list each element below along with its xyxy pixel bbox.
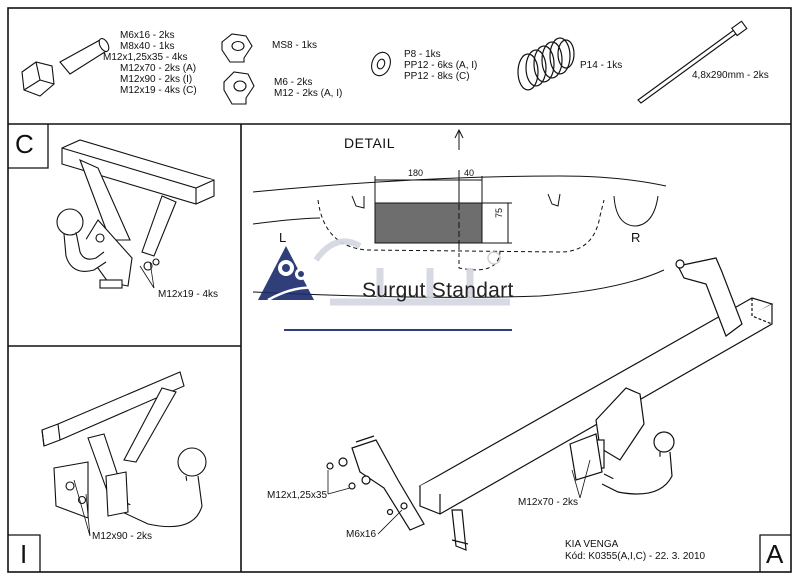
dim-width: 180 (408, 168, 424, 178)
panel-i-letter: I (20, 539, 28, 569)
nut-icon-top (221, 33, 253, 63)
main-towbar-drawing (326, 257, 774, 551)
nut-label-line: M6 - 2ks (274, 77, 313, 88)
panel-c-towbar-drawing (56, 139, 215, 289)
cutout-area (374, 202, 483, 244)
bolt-list-line: M8x40 - 1ks (120, 41, 175, 52)
bolt-list-line: M12x90 - 2ks (I) (120, 74, 193, 85)
left-side-marker: L (279, 230, 287, 245)
washer-label-line: P8 - 1ks (404, 49, 441, 60)
bolt-short-label: M12x1,25x35 (267, 490, 328, 501)
panel-i-towbar-drawing (41, 371, 207, 528)
right-side-marker: R (631, 230, 641, 245)
detail-title: DETAIL (344, 135, 395, 151)
bolt-small-label: M6x16 (346, 529, 377, 540)
spring-label: P14 - 1ks (580, 60, 623, 71)
panel-c-bolt-label: M12x19 - 4ks (158, 289, 219, 300)
model-code: Kód: K0355(A,I,C) - 22. 3. 2010 (565, 551, 706, 562)
nut-label-line: M12 - 2ks (A, I) (274, 88, 343, 99)
dim-offset: 40 (464, 168, 475, 178)
washer-label-line: PP12 - 8ks (C) (404, 71, 470, 82)
spring-washer-icon (517, 37, 575, 91)
cable-tie-label: 4,8x290mm - 2ks (692, 70, 769, 81)
bolt-long-label: M12x70 - 2ks (518, 497, 579, 508)
bolt-icon (21, 37, 110, 97)
nut-label-top: MS8 - 1ks (272, 40, 318, 51)
nut-icon-bottom (223, 71, 255, 105)
washer-label-line: PP12 - 6ks (A, I) (404, 60, 478, 71)
cable-tie-icon (637, 20, 748, 104)
watermark-text: Surgut Standart (362, 279, 514, 302)
bolt-list-line: M12x70 - 2ks (A) (120, 63, 197, 74)
model-name: KIA VENGA (565, 539, 619, 550)
bumper-detail-drawing (252, 128, 667, 298)
dim-height: 75 (494, 207, 504, 218)
panel-a-letter: A (766, 539, 784, 569)
bolt-list-line: M6x16 - 2ks (120, 30, 175, 41)
washer-icon (371, 51, 391, 77)
galia-logo-watermark (258, 238, 512, 331)
bolt-list-line: M12x1,25x35 - 4ks (103, 52, 188, 63)
bolt-list-line: M12x19 - 4ks (C) (120, 85, 197, 96)
panel-c-letter: C (15, 129, 34, 159)
panel-i-bolt-label: M12x90 - 2ks (92, 531, 153, 542)
